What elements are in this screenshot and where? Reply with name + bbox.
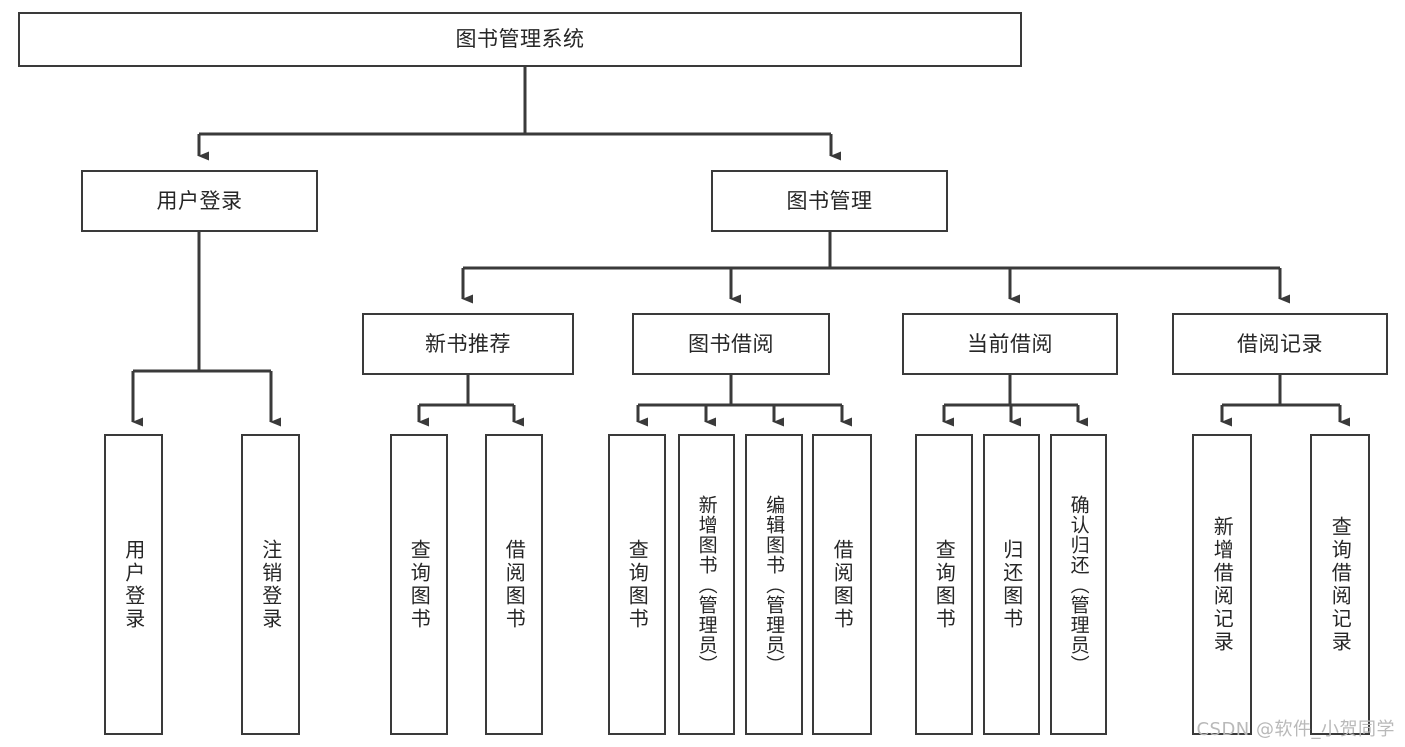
node-leaf-logout[interactable]: 注销登录 — [241, 434, 300, 735]
node-new-book-rec[interactable]: 新书推荐 — [362, 313, 574, 375]
node-leaf-borrow-book-label: 借阅图书 — [830, 538, 855, 631]
node-user-login-label: 用户登录 — [156, 188, 243, 213]
node-leaf-borrow-book[interactable]: 借阅图书 — [812, 434, 872, 735]
node-leaf-user-login-label: 用户登录 — [121, 538, 146, 631]
node-leaf-query-book-cur-label: 查询图书 — [932, 538, 957, 631]
node-leaf-edit-book-label: 编辑图书（管理员） — [763, 494, 786, 675]
node-leaf-borrow-book-rec[interactable]: 借阅图书 — [485, 434, 543, 735]
node-leaf-add-record[interactable]: 新增借阅记录 — [1192, 434, 1252, 735]
node-borrow-record-label: 借阅记录 — [1237, 331, 1323, 356]
node-user-login[interactable]: 用户登录 — [81, 170, 318, 232]
csdn-watermark: CSDN @软件_小贺同学 — [1196, 719, 1395, 740]
node-leaf-logout-label: 注销登录 — [258, 538, 283, 631]
node-leaf-confirm-return-label: 确认归还（管理员） — [1067, 494, 1090, 675]
node-book-manage[interactable]: 图书管理 — [711, 170, 948, 232]
node-leaf-return-book[interactable]: 归还图书 — [983, 434, 1040, 735]
node-new-book-rec-label: 新书推荐 — [425, 331, 511, 356]
node-current-borrow[interactable]: 当前借阅 — [902, 313, 1118, 375]
node-book-manage-label: 图书管理 — [786, 188, 873, 213]
node-borrow-record[interactable]: 借阅记录 — [1172, 313, 1388, 375]
node-leaf-query-record-label: 查询借阅记录 — [1328, 515, 1353, 654]
node-leaf-return-book-label: 归还图书 — [999, 538, 1024, 631]
node-leaf-query-book-borrow-label: 查询图书 — [625, 538, 650, 631]
node-leaf-edit-book[interactable]: 编辑图书（管理员） — [745, 434, 803, 735]
node-root-label: 图书管理系统 — [455, 27, 585, 52]
node-leaf-user-login[interactable]: 用户登录 — [104, 434, 163, 735]
node-book-borrow-label: 图书借阅 — [688, 331, 774, 356]
node-leaf-query-book-cur[interactable]: 查询图书 — [915, 434, 973, 735]
node-leaf-confirm-return[interactable]: 确认归还（管理员） — [1050, 434, 1107, 735]
node-leaf-query-book-rec-label: 查询图书 — [407, 538, 432, 631]
node-leaf-query-book-borrow[interactable]: 查询图书 — [608, 434, 666, 735]
node-leaf-borrow-book-rec-label: 借阅图书 — [502, 538, 527, 631]
node-leaf-add-record-label: 新增借阅记录 — [1210, 515, 1235, 654]
node-leaf-query-record[interactable]: 查询借阅记录 — [1310, 434, 1370, 735]
node-book-borrow[interactable]: 图书借阅 — [632, 313, 830, 375]
node-root[interactable]: 图书管理系统 — [18, 12, 1022, 67]
node-leaf-add-book-label: 新增图书（管理员） — [695, 494, 718, 675]
node-current-borrow-label: 当前借阅 — [967, 331, 1053, 356]
node-leaf-query-book-rec[interactable]: 查询图书 — [390, 434, 448, 735]
node-leaf-add-book[interactable]: 新增图书（管理员） — [678, 434, 735, 735]
